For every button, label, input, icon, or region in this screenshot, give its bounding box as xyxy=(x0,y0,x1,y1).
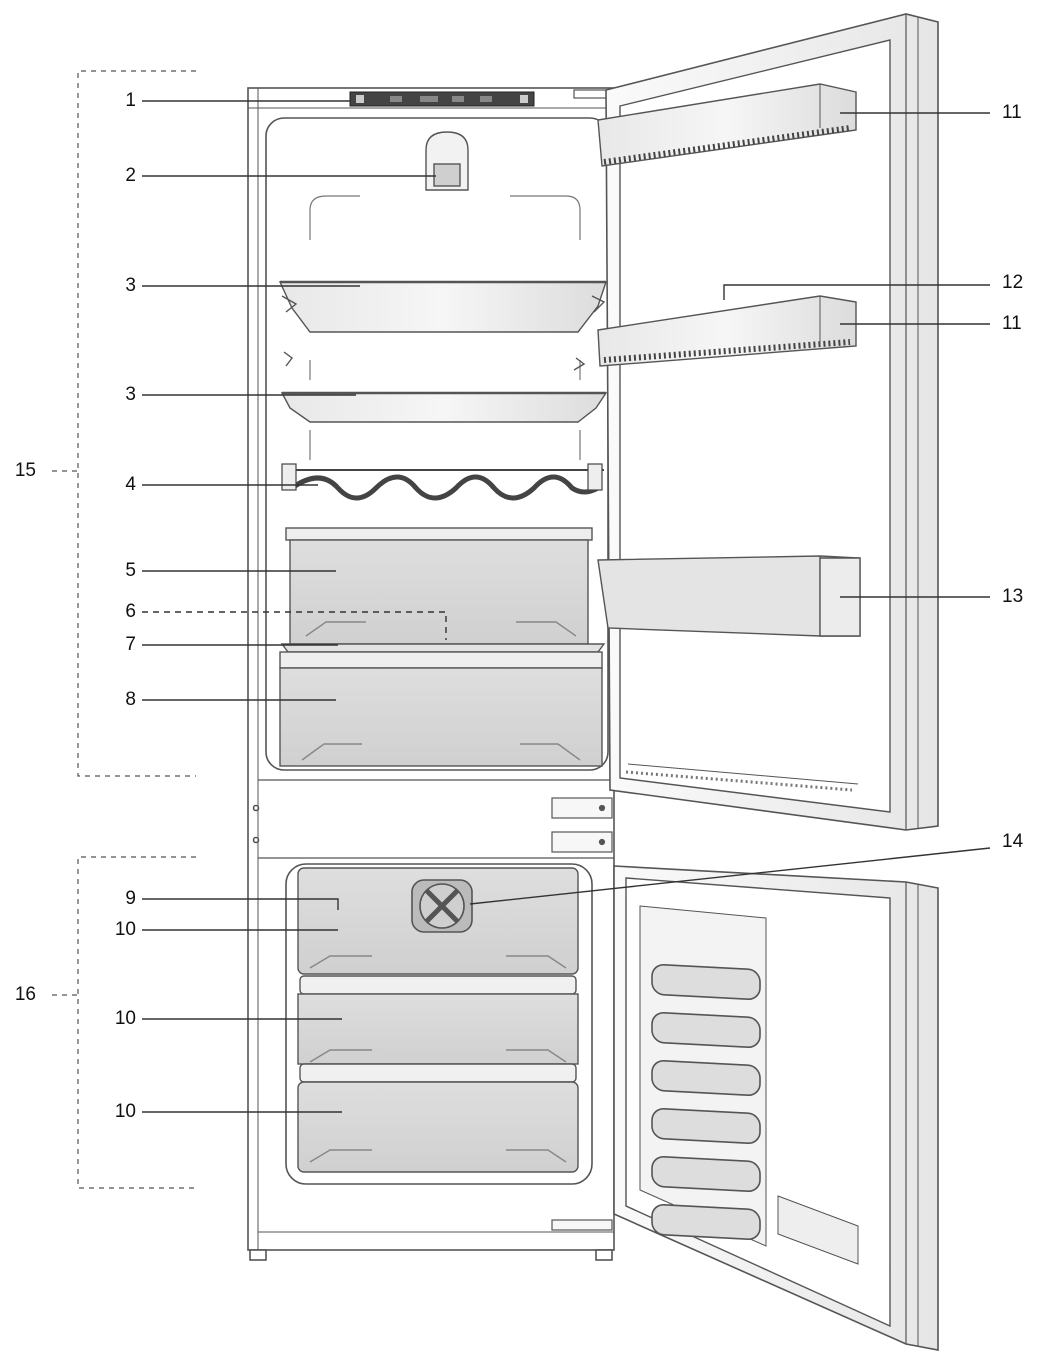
callout-3-upper: 3 xyxy=(125,275,136,296)
callout-15: 15 xyxy=(14,460,36,481)
callout-6: 6 xyxy=(125,601,136,622)
rear-panel-outline xyxy=(309,195,581,460)
callout-13: 13 xyxy=(1002,586,1024,607)
compartment-brackets xyxy=(52,70,196,1189)
crisper-drawer-upper xyxy=(285,527,593,645)
callout-16: 16 xyxy=(14,984,36,1005)
crisper-drawer-lower xyxy=(279,651,603,767)
callout-9: 9 xyxy=(125,888,136,909)
callout-11-lower: 11 xyxy=(1002,313,1022,334)
callout-10-top: 10 xyxy=(114,919,136,940)
control-panel xyxy=(349,89,611,107)
callout-11-upper: 11 xyxy=(1002,102,1022,123)
callout-10-bottom: 10 xyxy=(114,1101,136,1122)
glass-shelf-lower xyxy=(280,391,608,423)
callout-5: 5 xyxy=(125,560,136,581)
callout-1: 1 xyxy=(125,90,136,111)
callout-10-middle: 10 xyxy=(114,1008,136,1029)
callout-8: 8 xyxy=(125,689,136,710)
callout-3-lower: 3 xyxy=(125,384,136,405)
callout-4: 4 xyxy=(125,474,136,495)
hinge-blocks xyxy=(551,797,613,1231)
callout-14: 14 xyxy=(1002,831,1024,852)
callout-2: 2 xyxy=(125,165,136,186)
callout-12: 12 xyxy=(1002,272,1024,293)
callout-7: 7 xyxy=(125,634,136,655)
freezer-fan-icon xyxy=(411,879,473,933)
interior-light xyxy=(425,131,469,191)
leader-lines xyxy=(142,100,991,1113)
freezer-door xyxy=(613,865,939,1351)
bottle-rack xyxy=(281,463,604,501)
door-shelf-upper xyxy=(597,83,857,167)
door-bottle-shelf xyxy=(597,555,861,637)
glass-shelf-upper xyxy=(278,280,607,371)
